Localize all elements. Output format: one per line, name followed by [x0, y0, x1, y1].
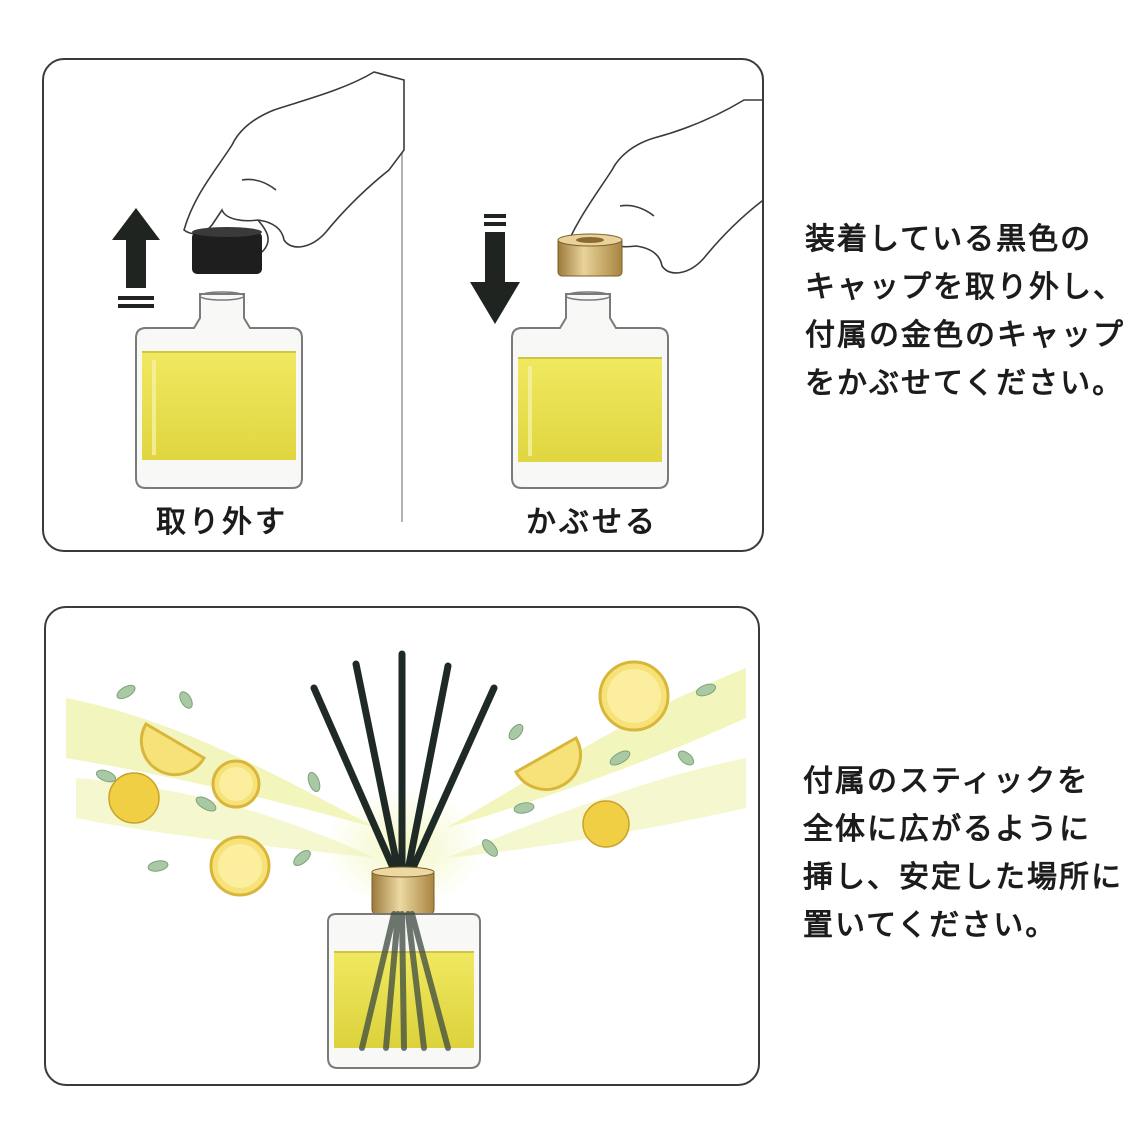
instruction-line: 付属の金色のキャップ — [805, 318, 1125, 353]
instruction-line: 装着している黒色の — [805, 222, 1093, 257]
instruction-line: キャップを取り外し、 — [805, 270, 1125, 305]
citrus-fruit-icon — [108, 772, 630, 848]
remove-label: 取り外す — [156, 505, 288, 540]
gold-cap-icon — [557, 233, 623, 277]
reed-diffuser-illustration — [66, 650, 746, 1069]
arrow-up-icon — [112, 208, 160, 308]
instruction-line: をかぶせてください。 — [805, 366, 1125, 401]
bottle-left-icon — [135, 291, 303, 489]
instruction-line: 置いてください。 — [803, 908, 1058, 943]
hand-left-icon — [183, 71, 405, 253]
reed-stick-icon — [310, 650, 498, 874]
arrow-down-icon — [470, 214, 520, 324]
reed-instruction-text: 付属のスティックを 全体に広がるように 挿し、安定した場所に 置いてください。 — [803, 758, 1123, 950]
citrus-slice-icon — [139, 660, 670, 897]
instruction-line: 付属のスティックを — [803, 764, 1090, 799]
cap-replacement-illustration — [112, 71, 762, 522]
reed-sticks-panel — [44, 606, 760, 1086]
instruction-line: 挿し、安定した場所に — [803, 860, 1123, 895]
diffuser-bottle-icon — [327, 911, 481, 1069]
cap-replacement-panel: 取り外す かぶせる — [42, 58, 764, 552]
gold-cap-icon — [371, 866, 435, 915]
bottle-right-icon — [511, 291, 669, 489]
black-cap-icon — [192, 227, 262, 274]
cap-instruction-text: 装着している黒色の キャップを取り外し、 付属の金色のキャップ をかぶせてくださ… — [805, 216, 1125, 408]
cover-label: かぶせる — [526, 505, 658, 540]
instruction-line: 全体に広がるように — [803, 812, 1091, 847]
leaf-icon — [95, 683, 717, 872]
